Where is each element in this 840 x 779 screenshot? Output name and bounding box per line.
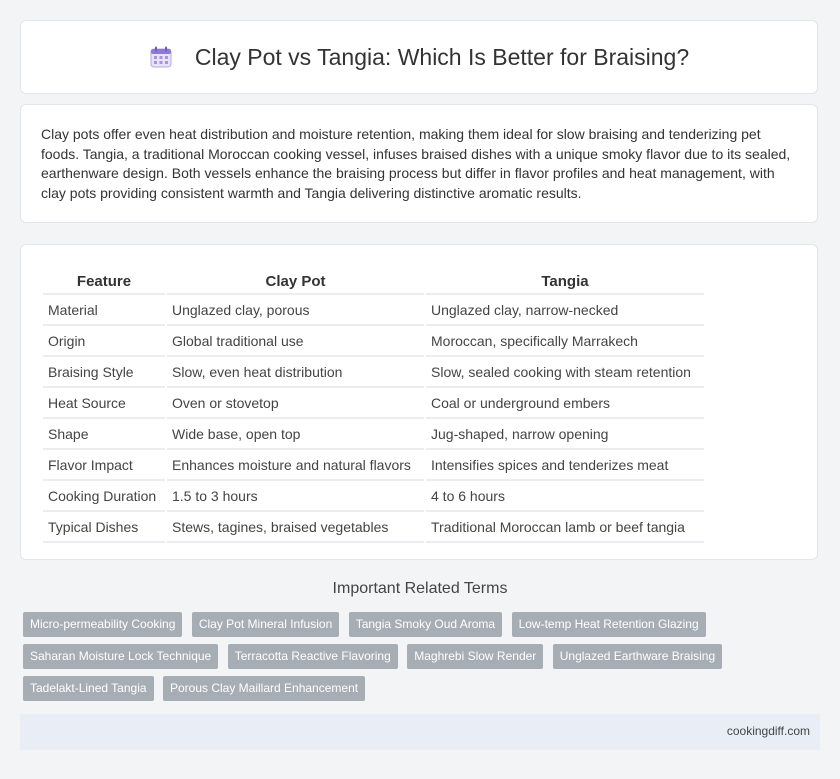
table-row: Typical Dishes Stews, tagines, braised v… — [43, 512, 704, 543]
calendar-icon — [150, 46, 172, 68]
related-term-tag[interactable]: Porous Clay Maillard Enhancement — [162, 676, 366, 701]
feature-cell: Heat Source — [43, 388, 165, 419]
table-row: Braising Style Slow, even heat distribut… — [43, 357, 704, 388]
feature-cell: Shape — [43, 419, 165, 450]
related-term-tag[interactable]: Tadelakt-Lined Tangia — [23, 676, 154, 701]
table-row: Shape Wide base, open top Jug-shaped, na… — [43, 419, 704, 450]
header-clay-pot: Clay Pot — [167, 265, 424, 295]
feature-cell: Braising Style — [43, 357, 165, 388]
feature-cell: Flavor Impact — [43, 450, 165, 481]
clay-pot-cell: 1.5 to 3 hours — [167, 481, 424, 512]
related-term-tag[interactable]: Terracotta Reactive Flavoring — [227, 644, 398, 669]
tangia-cell: Intensifies spices and tenderizes meat — [426, 450, 704, 481]
tangia-cell: Unglazed clay, narrow-necked — [426, 295, 704, 326]
clay-pot-cell: Global traditional use — [167, 326, 424, 357]
feature-cell: Material — [43, 295, 165, 326]
clay-pot-cell: Stews, tagines, braised vegetables — [167, 512, 424, 543]
table-row: Heat Source Oven or stovetop Coal or und… — [43, 388, 704, 419]
comparison-table: Feature Clay Pot Tangia Material Unglaze… — [41, 265, 706, 543]
page-header: Clay Pot vs Tangia: Which Is Better for … — [20, 20, 818, 94]
clay-pot-cell: Oven or stovetop — [167, 388, 424, 419]
intro-text: Clay pots offer even heat distribution a… — [41, 126, 791, 201]
related-term-tag[interactable]: Tangia Smoky Oud Aroma — [348, 612, 503, 637]
clay-pot-cell: Wide base, open top — [167, 419, 424, 450]
feature-cell: Cooking Duration — [43, 481, 165, 512]
footer: cookingdiff.com — [20, 714, 820, 750]
related-term-tag[interactable]: Saharan Moisture Lock Technique — [23, 644, 219, 669]
related-term-tag[interactable]: Maghrebi Slow Render — [407, 644, 544, 669]
clay-pot-cell: Unglazed clay, porous — [167, 295, 424, 326]
tangia-cell: Moroccan, specifically Marrakech — [426, 326, 704, 357]
related-term-tag[interactable]: Micro-permeability Cooking — [23, 612, 183, 637]
feature-cell: Origin — [43, 326, 165, 357]
tangia-cell: 4 to 6 hours — [426, 481, 704, 512]
clay-pot-cell: Enhances moisture and natural flavors — [167, 450, 424, 481]
page-title: Clay Pot vs Tangia: Which Is Better for … — [194, 43, 690, 70]
related-term-tag[interactable]: Low-temp Heat Retention Glazing — [511, 612, 706, 637]
clay-pot-cell: Slow, even heat distribution — [167, 357, 424, 388]
table-row: Flavor Impact Enhances moisture and natu… — [43, 450, 704, 481]
table-row: Material Unglazed clay, porous Unglazed … — [43, 295, 704, 326]
header-feature: Feature — [43, 265, 165, 295]
intro-card: Clay pots offer even heat distribution a… — [20, 104, 818, 223]
related-terms-title: Important Related Terms — [332, 580, 508, 597]
related-terms-list: Micro-permeability Cooking Clay Pot Mine… — [23, 612, 823, 708]
tangia-cell: Slow, sealed cooking with steam retentio… — [426, 357, 704, 388]
tangia-cell: Traditional Moroccan lamb or beef tangia — [426, 512, 704, 543]
feature-cell: Typical Dishes — [43, 512, 165, 543]
related-term-tag[interactable]: Unglazed Earthware Braising — [552, 644, 723, 669]
comparison-card: Feature Clay Pot Tangia Material Unglaze… — [20, 244, 818, 560]
footer-site-link[interactable]: cookingdiff.com — [726, 724, 810, 738]
related-term-tag[interactable]: Clay Pot Mineral Infusion — [191, 612, 340, 637]
table-row: Cooking Duration 1.5 to 3 hours 4 to 6 h… — [43, 481, 704, 512]
tangia-cell: Jug-shaped, narrow opening — [426, 419, 704, 450]
header-tangia: Tangia — [426, 265, 704, 295]
tangia-cell: Coal or underground embers — [426, 388, 704, 419]
table-row: Origin Global traditional use Moroccan, … — [43, 326, 704, 357]
table-header-row: Feature Clay Pot Tangia — [43, 265, 704, 295]
